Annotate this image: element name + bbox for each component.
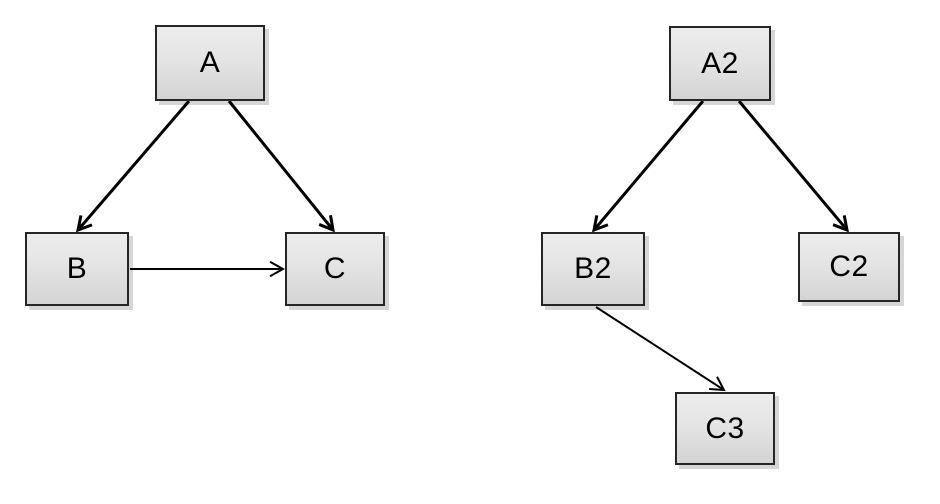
node-c3[interactable]: C3: [675, 392, 775, 465]
edge-line: [737, 100, 847, 230]
node-label: C2: [829, 250, 869, 283]
node-a[interactable]: A: [155, 25, 265, 101]
node-label: B: [66, 252, 88, 285]
node-label: C3: [705, 411, 745, 445]
edge-b-to-c: [130, 260, 286, 278]
node-c2[interactable]: C2: [798, 232, 900, 302]
node-b[interactable]: B: [25, 232, 129, 306]
edge-a-to-c: [227, 100, 335, 233]
arrowhead-icon: [75, 215, 93, 233]
edge-a2-to-c2: [737, 100, 849, 233]
node-c[interactable]: C: [285, 232, 385, 306]
edge-line: [595, 306, 723, 390]
edge-a2-to-b2: [592, 100, 705, 233]
node-label: C: [323, 252, 347, 285]
arrowhead-icon: [592, 215, 609, 233]
arrowhead-icon: [318, 215, 335, 233]
edge-line: [594, 100, 705, 230]
arrowhead-icon: [832, 215, 849, 233]
arrowhead-icon: [269, 260, 286, 278]
edge-a-to-b: [75, 100, 191, 233]
node-a2[interactable]: A2: [669, 26, 771, 101]
node-label: B2: [574, 252, 612, 285]
edge-b2-to-c3: [595, 306, 726, 392]
edge-line: [227, 100, 333, 230]
edge-line: [78, 100, 191, 230]
node-b2[interactable]: B2: [541, 232, 645, 306]
node-label: A: [199, 46, 221, 79]
arrowhead-icon: [709, 376, 726, 392]
node-label: A2: [701, 46, 739, 80]
